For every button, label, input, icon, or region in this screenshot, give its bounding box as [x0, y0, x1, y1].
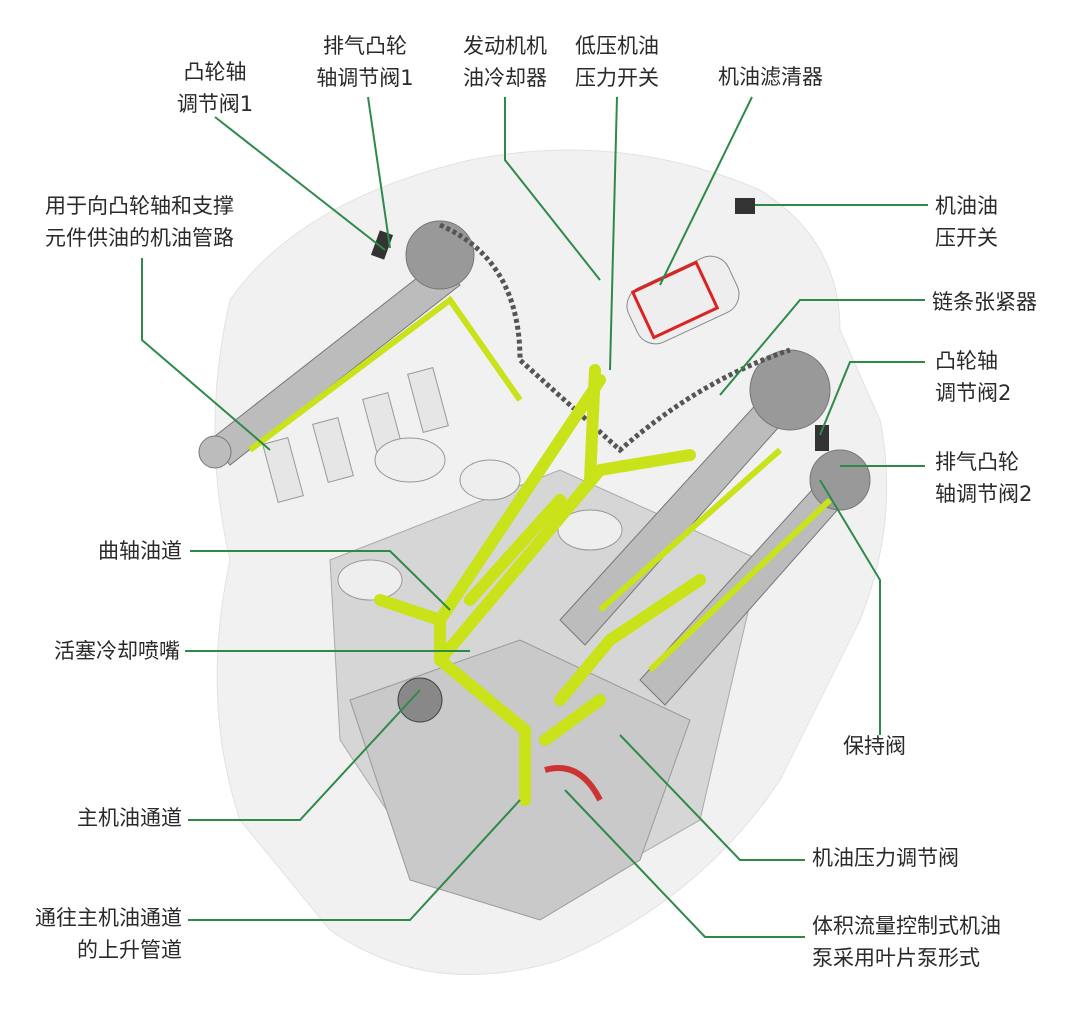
- label-riser-pipe: 通往主机油通道的上升管道: [10, 902, 182, 966]
- label-oil-filter: 机油滤清器: [718, 61, 823, 93]
- label-line: 机油滤清器: [718, 65, 823, 89]
- label-cam-supply-line: 用于向凸轮轴和支撑元件供油的机油管路: [45, 190, 234, 254]
- leader-cam-supply-line: [141, 258, 271, 451]
- label-cam-valve-2: 凸轮轴调节阀2: [935, 345, 1011, 409]
- leader-riser-pipe: [188, 799, 521, 921]
- label-line: 用于向凸轮轴和支撑: [45, 194, 234, 218]
- label-line: 泵采用叶片泵形式: [812, 946, 980, 970]
- label-oil-pressure-switch: 机油油压开关: [935, 190, 998, 254]
- label-line: 机油油: [935, 194, 998, 218]
- leader-vane-pump: [564, 789, 805, 938]
- leader-cam-valve-2: [819, 361, 925, 436]
- label-line: 凸轮轴: [935, 349, 998, 373]
- leader-oil-cooler: [504, 97, 601, 281]
- label-line: 的上升管道: [77, 938, 182, 962]
- label-line: 元件供油的机油管路: [45, 226, 234, 250]
- label-line: 调节阀1: [176, 92, 254, 116]
- pistons: [337, 437, 623, 601]
- label-cam-valve-1: 凸轮轴调节阀1: [160, 56, 270, 120]
- leader-pressure-regulator: [619, 734, 805, 861]
- label-low-pressure-switch: 低压机油压力开关: [567, 30, 667, 94]
- label-line: 排气凸轮: [935, 450, 1019, 474]
- leader-retaining-valve: [819, 479, 881, 735]
- leader-exhaust-cam-valve-1: [367, 96, 391, 249]
- label-line: 压开关: [935, 226, 998, 250]
- label-line: 凸轮轴: [183, 60, 247, 84]
- label-line: 排气凸轮: [323, 34, 407, 58]
- leader-chain-tensioner: [719, 299, 925, 396]
- label-piston-nozzle: 活塞冷却喷嘴: [20, 635, 180, 667]
- leader-oil-filter: [659, 96, 753, 286]
- pump-red: [544, 765, 603, 802]
- label-exhaust-cam-valve-2: 排气凸轮轴调节阀2: [935, 446, 1032, 510]
- label-line: 调节阀2: [935, 381, 1012, 405]
- label-line: 压力开关: [575, 66, 659, 90]
- label-line: 保持阀: [843, 734, 906, 758]
- cam-valve-2-part: [815, 425, 829, 451]
- leader-cam-valve-1: [214, 116, 386, 251]
- label-line: 机油压力调节阀: [812, 846, 959, 870]
- label-line: 体积流量控制式机油: [812, 914, 1001, 938]
- label-line: 油冷却器: [463, 66, 547, 90]
- pressure-switch-part: [735, 198, 755, 214]
- label-line: 发动机机: [463, 34, 547, 58]
- timing-chain: [438, 222, 791, 454]
- label-line: 主机油通道: [77, 806, 182, 830]
- cam-supply-lines: [248, 295, 833, 673]
- label-line: 轴调节阀2: [935, 482, 1033, 506]
- label-line: 曲轴油道: [98, 539, 182, 563]
- label-pressure-regulator: 机油压力调节阀: [812, 842, 959, 874]
- leader-crankshaft-channel: [190, 550, 451, 611]
- label-crankshaft-channel: 曲轴油道: [40, 535, 182, 567]
- label-retaining-valve: 保持阀: [843, 730, 906, 762]
- label-main-gallery: 主机油通道: [20, 802, 182, 834]
- label-line: 通往主机油通道: [35, 906, 182, 930]
- leader-main-gallery: [188, 689, 421, 821]
- oil-channels: [374, 364, 706, 806]
- label-line: 活塞冷却喷嘴: [54, 639, 180, 663]
- label-oil-cooler: 发动机机油冷却器: [455, 30, 555, 94]
- leader-low-pressure-switch: [609, 96, 618, 371]
- label-line: 链条张紧器: [932, 290, 1037, 314]
- crank-pulley: [397, 677, 443, 723]
- left-camshaft: [198, 220, 475, 469]
- label-vane-pump: 体积流量控制式机油泵采用叶片泵形式: [812, 910, 1001, 974]
- label-line: 轴调节阀1: [316, 66, 414, 90]
- label-line: 低压机油: [575, 34, 659, 58]
- label-chain-tensioner: 链条张紧器: [932, 286, 1037, 318]
- label-exhaust-cam-valve-1: 排气凸轮轴调节阀1: [305, 30, 425, 94]
